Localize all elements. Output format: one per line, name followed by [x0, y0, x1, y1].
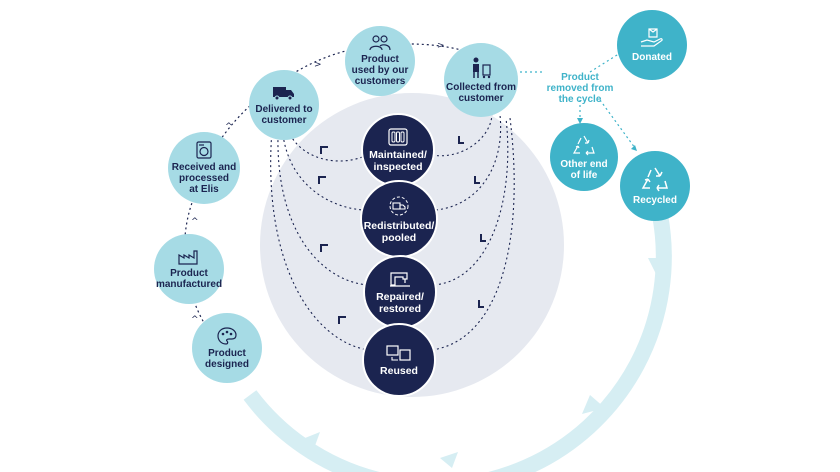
node-donated: Donated: [617, 10, 687, 80]
node-other-end-of-life: Other end of life: [550, 123, 618, 191]
node-reused: Reused: [362, 323, 436, 397]
node-label: Maintained/ inspected: [369, 148, 427, 173]
node-collected: Collected from customer: [444, 43, 518, 117]
return-ring-arrow: [243, 213, 672, 472]
cycle-arrow-3: ^: [225, 122, 233, 132]
node-label: Redistributed/ pooled: [363, 219, 435, 244]
node-label: Repaired/ restored: [376, 290, 424, 315]
node-label: Reused: [380, 364, 418, 377]
loop-chevrons: [318, 136, 486, 324]
cycle-arrow-5: >: [437, 41, 445, 51]
removed-from-cycle-label: Product removed from the cycle: [546, 72, 614, 105]
truck-icon: [273, 86, 294, 100]
worker-trolley-icon: [473, 57, 491, 78]
washing-machine-icon: [196, 141, 212, 159]
node-repaired: Repaired/ restored: [363, 255, 437, 329]
node-used: Product used by our customers: [345, 26, 415, 96]
node-recycled: Recycled: [620, 151, 690, 221]
node-label: Product used by our customers: [351, 54, 409, 87]
node-delivered: Delivered to customer: [249, 70, 319, 140]
removal-arrows: [515, 49, 636, 149]
factory-icon: [178, 249, 198, 265]
cycle-arrow-2: ^: [191, 217, 199, 227]
palette-icon: [217, 326, 237, 345]
node-label: Delivered to customer: [255, 103, 313, 126]
recycle-icon: [641, 167, 668, 192]
node-label: Collected from customer: [445, 81, 516, 104]
node-received-processed: Received and processed at Elis: [168, 132, 240, 204]
loop-arcs: [270, 114, 515, 351]
node-product-designed: Product designed: [192, 313, 262, 383]
ring-chevron-3: [440, 452, 458, 468]
node-label: Other end of life: [560, 158, 608, 181]
people-icon: [369, 35, 391, 51]
inspection-panel-icon: [388, 127, 408, 146]
node-redistributed: Redistributed/ pooled: [360, 180, 438, 258]
hand-box-icon: [640, 28, 663, 47]
truck-cycle-icon: [389, 196, 409, 215]
node-label: Donated: [632, 52, 672, 63]
node-label: Product designed: [205, 347, 249, 370]
node-label: Received and processed at Elis: [171, 162, 237, 195]
ring-chevron-2: [582, 395, 605, 414]
node-maintained: Maintained/ inspected: [361, 113, 435, 187]
ring-chevron-1: [648, 258, 668, 278]
reuse-garment-icon: [386, 344, 411, 361]
recycle-icon: [572, 135, 595, 155]
node-product-manufactured: Product manufactured: [154, 234, 224, 304]
sewing-machine-icon: [390, 271, 410, 287]
cycle-arrow-1: ^: [191, 315, 199, 325]
node-label: Recycled: [633, 195, 677, 206]
node-label: Product manufactured: [155, 267, 223, 290]
cycle-arrow-4: >: [314, 60, 322, 70]
ring-chevron-4: [300, 432, 320, 454]
